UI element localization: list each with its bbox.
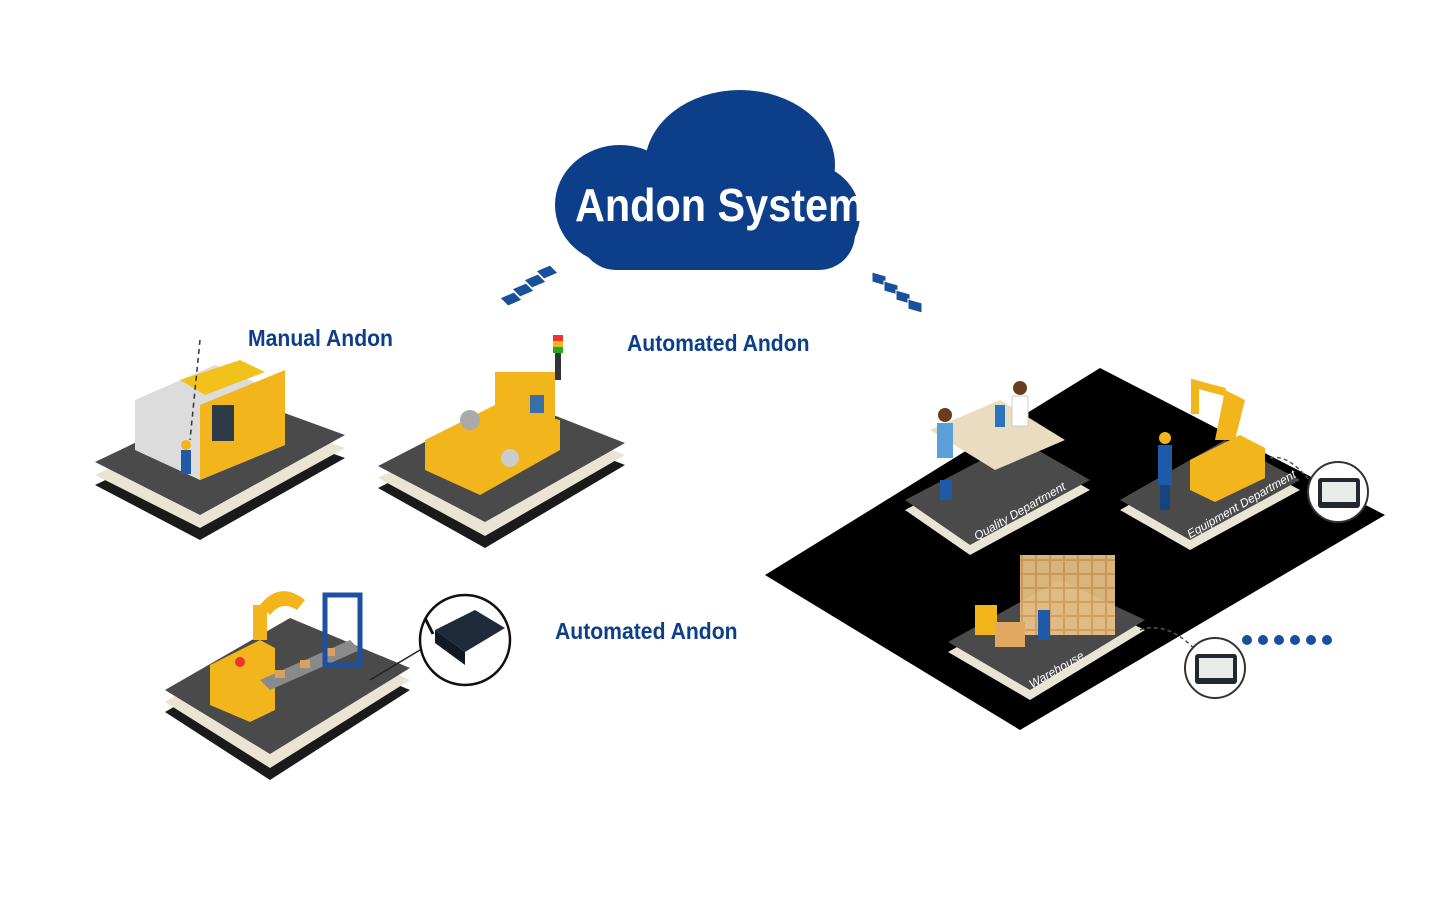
warehouse-station <box>948 555 1145 700</box>
quality-department-station <box>905 381 1090 555</box>
device-callout-equipment <box>1269 456 1369 523</box>
cloud-shape <box>555 90 860 270</box>
manual-andon-station <box>95 339 345 540</box>
device-callout-warehouse <box>1139 627 1246 699</box>
up-arrows-icon <box>499 264 559 307</box>
conveyor-station <box>165 591 421 780</box>
ellipsis-dots-icon <box>1242 632 1338 650</box>
automated-andon-label-top: Automated Andon <box>627 330 810 356</box>
equipment-department-station <box>1120 378 1300 550</box>
automated-andon-label-bottom: Automated Andon <box>555 618 738 644</box>
down-arrows-icon <box>871 271 923 314</box>
lathe-station <box>378 335 625 548</box>
router-icon <box>418 593 512 687</box>
factory-floor <box>765 368 1385 730</box>
manual-andon-label: Manual Andon <box>248 325 393 351</box>
cloud-title: Andon System <box>575 179 865 231</box>
